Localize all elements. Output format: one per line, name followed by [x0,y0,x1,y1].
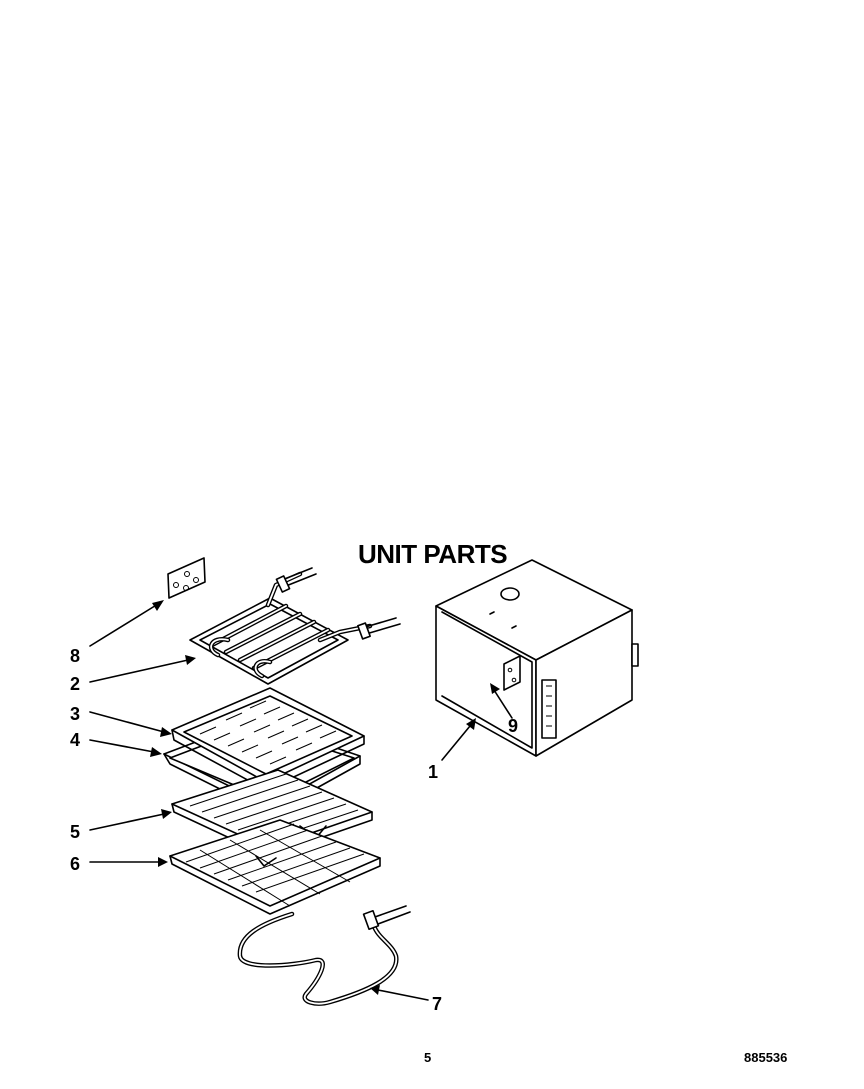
callout-label: 5 [70,822,80,842]
bracket-icon [503,655,521,691]
broiler-grid-icon [171,687,365,791]
callout-label: 1 [428,762,438,782]
callout-label: 4 [70,730,80,750]
callout-label: 7 [432,994,442,1014]
page-number: 5 [424,1050,431,1065]
leader-lines [89,600,513,1001]
callout-label: 2 [70,674,80,694]
oven-rack-icon [169,819,381,915]
broil-element-icon [189,567,401,685]
diagram-title: UNIT PARTS [358,539,507,569]
terminal-block-icon [167,557,206,599]
callout-label: 6 [70,854,80,874]
bake-element-icon [237,905,411,1006]
callout-label: 3 [70,704,80,724]
oven-cavity-icon [435,559,639,757]
callout-label: 9 [508,716,518,736]
document-number: 885536 [744,1050,787,1065]
callout-label: 8 [70,646,80,666]
